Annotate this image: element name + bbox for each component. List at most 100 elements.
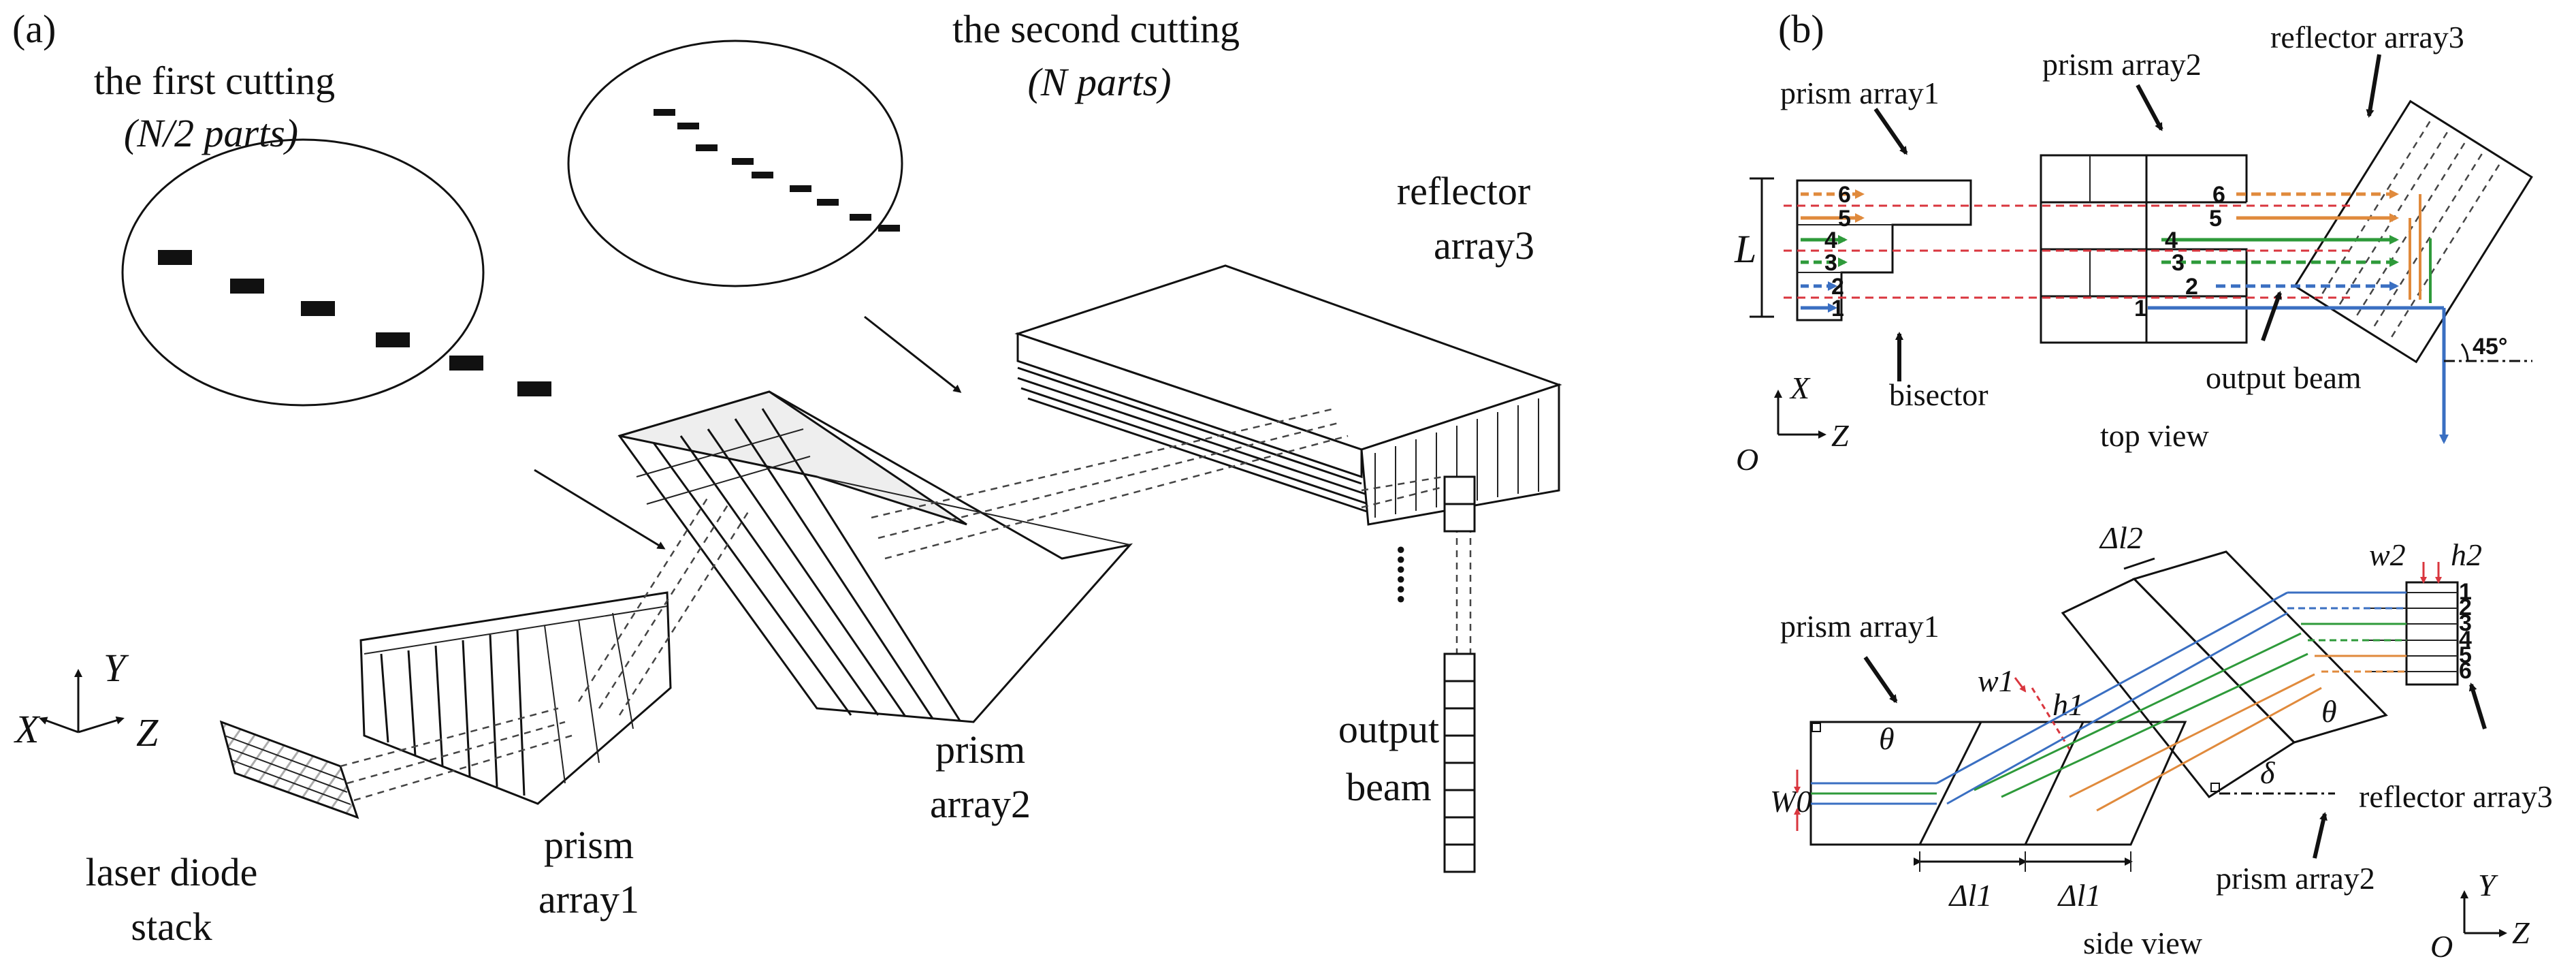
side-beam-numbers: 1 2 3 4 5 6: [2459, 579, 2472, 684]
side-prism-array2-label: prism array2: [2216, 861, 2375, 896]
output-beam-column: [1361, 475, 1476, 873]
first-cutting-segments: [158, 250, 551, 396]
side-w2-label: w2: [2369, 537, 2406, 572]
beam-number: 4: [2165, 227, 2178, 253]
axis-a-z: Z: [136, 710, 159, 755]
beam-number: 3: [1824, 250, 1837, 276]
output-beam-label-line2: beam: [1346, 765, 1432, 809]
output-beam-pointer: [2261, 291, 2282, 342]
top-prism-array2: [2040, 154, 2248, 344]
side-h1-label: h1: [2052, 687, 2084, 722]
beam-number: 6: [2212, 182, 2225, 208]
beam-number: 2: [2459, 595, 2472, 620]
top-45-label: 45°: [2473, 334, 2507, 360]
side-prism-array1-label: prism array1: [1780, 609, 1939, 644]
top-45-arc: [2460, 343, 2469, 362]
side-prism2-pointer: [2313, 812, 2328, 859]
top-reflector-pointer: [2366, 54, 2381, 118]
beam-number: 4: [2459, 627, 2472, 653]
laser-diode-label: laser diode: [86, 850, 258, 894]
side-w1-label: w1: [1978, 663, 2014, 698]
axis-side-o: O: [2430, 929, 2453, 959]
side-theta-2: θ: [2321, 694, 2337, 729]
bisector-label: bisector: [1889, 377, 1989, 412]
side-delta: δ: [2260, 755, 2275, 790]
output-beam-label: output: [1338, 707, 1439, 751]
side-dl1-label-b: Δl1: [2057, 878, 2102, 913]
side-reflector-label: reflector array3: [2359, 779, 2553, 814]
side-prism1-pointer: [1863, 656, 1898, 704]
beam-number: 6: [1838, 182, 1851, 208]
axes-a: [39, 669, 125, 734]
reflector-array3-3d: [1014, 264, 1562, 526]
axis-top-z: Z: [1831, 418, 1849, 453]
top-prism-array1-label: prism array1: [1780, 76, 1939, 110]
beam-number: 1: [1831, 296, 1844, 321]
laser-diode-stack: [219, 720, 359, 819]
side-theta-1: θ: [1879, 721, 1895, 756]
second-cutting-parts-label: (N parts): [1027, 60, 1171, 104]
side-dl1-dimension: [1914, 851, 2133, 872]
side-W0-label: W0: [1770, 784, 1812, 819]
top-beam-numbers-right: 6 5 4 3 2 1: [2134, 182, 2225, 321]
laser-diode-label-line2: stack: [131, 905, 212, 949]
beam-path-prism2-reflector: [871, 407, 1349, 560]
beam-number: 2: [1831, 274, 1844, 300]
axis-side-y: Y: [2478, 868, 2498, 902]
prism-array1-label: prism: [544, 823, 634, 867]
first-cutting-pointer: [534, 469, 666, 550]
output-beam-dots: ......: [1389, 545, 1434, 604]
side-reflector-pointer: [2468, 682, 2487, 729]
top-red-guides: [1784, 204, 2355, 299]
axis-a-x: X: [14, 707, 41, 751]
reflector-array3-label: reflector: [1397, 169, 1530, 213]
panel-b-top: (b) prism array1 prism array2 reflector …: [1734, 7, 2533, 477]
beam-number: 1: [2459, 579, 2472, 605]
beam-number: 5: [2209, 206, 2222, 232]
second-cutting-pointer: [864, 315, 962, 393]
prism-array1-label-line2: array1: [538, 877, 639, 922]
top-prism-array1: [1796, 179, 1972, 321]
side-h2-label: h2: [2451, 537, 2482, 572]
panel-b-side: prism array1 θ W0 Δl1 Δl1 side view: [1770, 520, 2553, 959]
axis-top-o: O: [1736, 442, 1758, 477]
L-label: L: [1734, 227, 1756, 271]
prism-array1-3d: [359, 591, 672, 805]
panel-b-tag: (b): [1778, 7, 1824, 51]
top-view-label: top view: [2100, 418, 2209, 453]
side-view-label: side view: [2083, 926, 2203, 959]
first-cutting-ellipse: [121, 138, 485, 407]
top-reflector-array3: [2293, 99, 2533, 364]
beam-number: 2: [2185, 274, 2198, 300]
beam-number: 6: [2459, 658, 2472, 684]
axis-top-x: X: [1789, 371, 1811, 405]
second-cutting-ellipse: [567, 40, 903, 287]
top-prism2-pointer: [2136, 84, 2163, 131]
reflector-array3-label-line2: array3: [1434, 223, 1534, 268]
top-beams: [1801, 189, 2449, 444]
prism-array2-label: prism: [935, 727, 1025, 772]
beam-number: 4: [1824, 227, 1837, 253]
top-beam-numbers-left: 6 5 4 3 2 1: [1824, 182, 1851, 321]
beam-number: 1: [2134, 296, 2147, 321]
panel-a-tag: (a): [12, 7, 56, 51]
panel-a: (a) the first cutting (N/2 parts) the se…: [12, 7, 1562, 949]
top-prism1-pointer: [1873, 108, 1908, 155]
first-cutting-parts-label: (N/2 parts): [124, 111, 298, 155]
axis-side-z: Z: [2512, 915, 2530, 950]
side-prism-array2: [2061, 550, 2388, 798]
axes-side: [2460, 890, 2507, 937]
side-reflector-array3: [2369, 581, 2459, 686]
second-cutting-segments: [654, 109, 900, 232]
side-dl1-label-a: Δl1: [1948, 878, 1993, 913]
w1-arrow: [2014, 677, 2027, 693]
side-dl2-dimension: [2123, 557, 2155, 570]
beam-number: 5: [2459, 642, 2472, 668]
side-beams: [1811, 591, 2406, 812]
top-prism-array2-label: prism array2: [2042, 47, 2202, 82]
prism-array2-3d: [617, 390, 1133, 723]
beam-number: 5: [1838, 206, 1851, 232]
beam-path-laser-prism1: [340, 707, 573, 802]
top-reflector-label: reflector array3: [2270, 20, 2464, 54]
side-dl2-label: Δl2: [2099, 520, 2143, 555]
